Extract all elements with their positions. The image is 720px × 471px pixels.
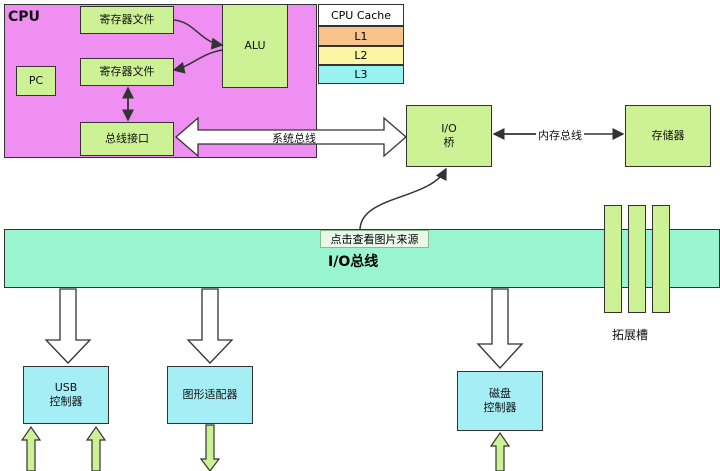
hollow-arrow-disk — [476, 288, 524, 369]
io-bridge-box: I/O 桥 — [406, 105, 492, 167]
disk-controller-line2: 控制器 — [483, 401, 517, 414]
bus-interface-box: 总线接口 — [80, 122, 174, 156]
disk-controller-line1: 磁盘 — [489, 387, 511, 401]
usb-controller-line2: 控制器 — [49, 395, 83, 408]
pc-register: PC — [16, 66, 56, 96]
green-arrow-graphics — [199, 424, 221, 471]
system-bus-label: 系统总线 — [272, 132, 316, 145]
cache-level-l2: L2 — [318, 46, 404, 65]
system-bus-arrow — [175, 116, 407, 158]
io-bridge-line2: 桥 — [443, 136, 455, 149]
hollow-arrow-graphics — [186, 288, 234, 364]
usb-controller-box: USB 控制器 — [23, 366, 109, 424]
arrow-regfile-to-alu — [173, 19, 224, 50]
io-bus-title: I/O总线 — [328, 254, 379, 270]
arrow-iobus-to-bridge — [359, 167, 447, 230]
alu-box: ALU — [222, 4, 288, 88]
cache-level-l3: L3 — [318, 65, 404, 84]
memory-bus-label: 内存总线 — [536, 127, 584, 143]
hollow-arrow-usb — [44, 288, 92, 364]
expansion-slot — [604, 205, 622, 313]
cache-header: CPU Cache — [318, 4, 404, 26]
image-source-tooltip[interactable]: 点击查看图片来源 — [320, 230, 429, 248]
expansion-slot — [628, 205, 646, 313]
usb-controller-line1: USB — [54, 381, 78, 395]
expansion-slot-label: 拓展槽 — [612, 328, 649, 342]
io-bridge-line1: I/O — [441, 122, 457, 136]
register-file-top: 寄存器文件 — [80, 6, 174, 34]
cpu-title: CPU — [8, 9, 40, 25]
green-arrow-usb-right — [85, 425, 107, 471]
green-arrow-usb-left — [20, 425, 42, 471]
green-arrow-disk — [489, 431, 511, 471]
register-file-bottom: 寄存器文件 — [80, 58, 174, 86]
arrow-alu-to-regfile — [172, 49, 223, 74]
memory-box: 存储器 — [625, 105, 711, 167]
expansion-slot — [652, 205, 670, 313]
graphics-adapter-box: 图形适配器 — [167, 366, 253, 424]
cache-level-l1: L1 — [318, 26, 404, 46]
disk-controller-box: 磁盘 控制器 — [457, 371, 543, 431]
